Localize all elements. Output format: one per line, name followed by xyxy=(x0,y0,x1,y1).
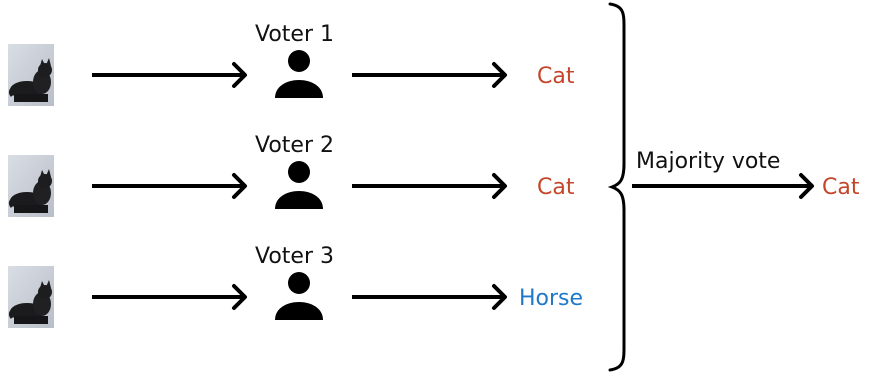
prediction-voter-1: Cat xyxy=(537,64,575,89)
voter-label-2: Voter 2 xyxy=(255,133,334,158)
majority-vote-label: Majority vote xyxy=(636,149,781,174)
row-voter-2 xyxy=(6,153,507,219)
input-cat-image-2 xyxy=(6,153,56,219)
voter-label-3: Voter 3 xyxy=(255,244,334,269)
row-voter-1 xyxy=(6,42,507,108)
person-icon xyxy=(275,161,323,209)
input-cat-image-1 xyxy=(6,42,56,108)
voter-label-1: Voter 1 xyxy=(255,22,334,47)
right-curly-brace xyxy=(607,2,626,372)
row-voter-3 xyxy=(6,264,507,330)
prediction-voter-3: Horse xyxy=(519,286,584,311)
person-icon xyxy=(275,50,323,98)
person-icon xyxy=(275,272,323,320)
majority-vote-result: Cat xyxy=(822,175,860,200)
input-cat-image-3 xyxy=(6,264,56,330)
prediction-voter-2: Cat xyxy=(537,175,575,200)
